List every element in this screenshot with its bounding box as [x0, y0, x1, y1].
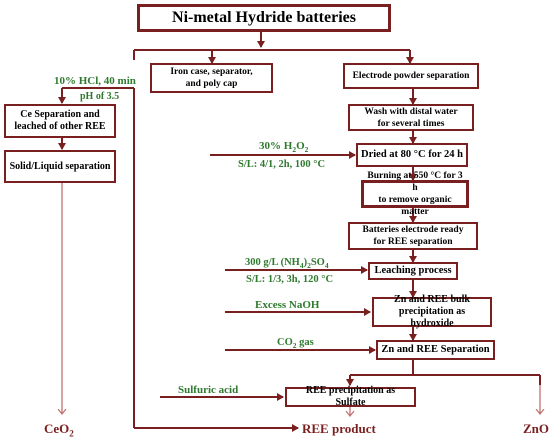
title-box: Ni-metal Hydride batteries: [137, 4, 391, 32]
hcl-label: 10% HCl, 40 min: [54, 75, 136, 87]
nh4-mid: ): [303, 257, 308, 268]
wash-line1: Wash with distal water: [364, 106, 458, 117]
h2o2-sub1: 2: [292, 145, 297, 155]
ree-sulfate-box: REE precipitation as Sulfate: [285, 385, 416, 408]
electrode-ready-box: Batteries electrode ready for REE separa…: [348, 222, 478, 250]
ceo2-prefix: CeO: [44, 421, 70, 436]
ree-sulfate-label: REE precipitation as Sulfate: [305, 385, 396, 408]
nh4-suffix: SO: [310, 257, 325, 268]
leaching-box: Leaching process: [368, 262, 458, 280]
ceo2-sub: 2: [69, 428, 74, 439]
ce-separation-line2: leached of other REE: [14, 121, 106, 132]
ce-separation-box: Ce Separation and leached of other REE: [4, 104, 116, 138]
iron-case-line2: and poly cap: [185, 79, 238, 89]
naoh-label: Excess NaOH: [255, 299, 320, 311]
wash-box: Wash with distal water for several times: [348, 104, 474, 131]
electrode-ready-line2: for REE separation: [373, 237, 453, 247]
zn-ree-separation-label: Zn and REE Separation: [381, 344, 490, 355]
leaching-label: Leaching process: [374, 265, 452, 276]
dried-label: Dried at 80 °C for 24 h: [361, 149, 463, 160]
zn-ree-bulk-box: Zn and REE bulk precipitation as hydroxi…: [372, 294, 492, 329]
electrode-ready-line1: Batteries electrode ready: [362, 225, 464, 235]
burning-box: Burning at 550 °C for 3 h to remove orga…: [361, 171, 469, 217]
nh4-sub3: 4: [324, 261, 329, 271]
co2-sub: 2: [292, 341, 297, 351]
zn-ree-separation-box: Zn and REE Separation: [376, 340, 495, 360]
drying-conditions-label: S/L: 4/1, 2h, 100 °C: [238, 159, 326, 170]
zno-output: ZnO: [523, 421, 550, 436]
zn-ree-bulk-line1: Zn and REE bulk: [394, 294, 470, 305]
electrode-separation-label: Electrode powder separation: [352, 71, 470, 81]
dried-box: Dried at 80 °C for 24 h: [356, 143, 468, 167]
zn-ree-bulk-line2: precipitation as hydroxide: [398, 306, 466, 329]
solid-liquid-label: Solid/Liquid separation: [9, 160, 111, 172]
page-title: Ni-metal Hydride batteries: [172, 9, 356, 26]
h2o2-sub2: 2: [304, 145, 309, 155]
h2o2-label: 30% H2O2: [259, 140, 309, 155]
solid-liquid-box: Solid/Liquid separation: [4, 150, 116, 183]
co2-label: CO2 gas: [277, 337, 314, 349]
leaching-conditions-label: S/L: 1/3, 3h, 120 °C: [246, 274, 334, 285]
co2-prefix: CO: [277, 337, 293, 348]
iron-case-line1: Iron case, separator,: [170, 67, 253, 77]
ceo2-output: CeO2: [44, 421, 74, 439]
ce-separation-line1: Ce Separation and: [20, 109, 100, 120]
burning-line2: to remove organic matter: [378, 195, 452, 217]
ammonium-sulfate-label: 300 g/L (NH4)2SO4: [245, 257, 329, 269]
h2o2-prefix: 30% H: [259, 140, 293, 152]
burning-line1: Burning at 550 °C for 3 h: [367, 171, 463, 193]
ree-product-output: REE product: [302, 421, 376, 436]
co2-suffix: gas: [296, 337, 314, 348]
nh4-sub2: 2: [307, 261, 311, 271]
wash-line2: for several times: [377, 118, 445, 129]
ph-label: pH of 3.5: [80, 91, 120, 102]
nh4-sub1: 4: [299, 261, 304, 271]
sulfuric-acid-label: Sulfuric acid: [178, 384, 239, 396]
h2o2-mid: O: [296, 140, 305, 152]
electrode-separation-box: Electrode powder separation: [343, 63, 479, 89]
nh4-prefix: 300 g/L (NH: [245, 257, 300, 268]
iron-case-box: Iron case, separator, and poly cap: [150, 63, 273, 93]
